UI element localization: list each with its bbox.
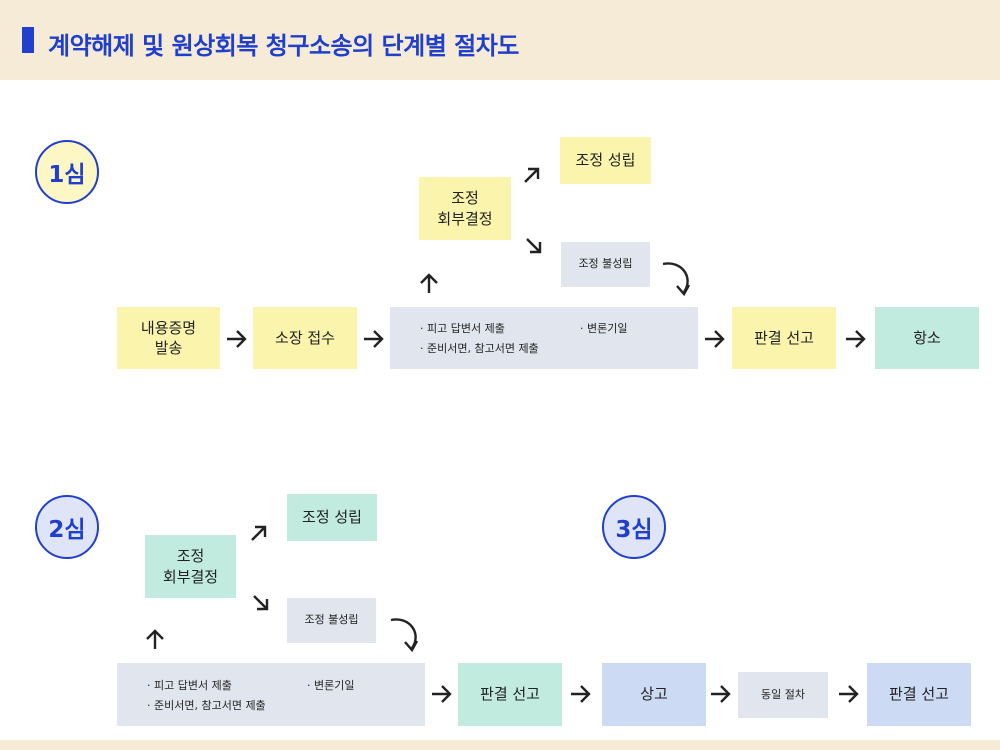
stage1-mediation-success-box: 조정 성립 (560, 137, 651, 184)
process-item: · 준비서면, 참고서면 제출 (420, 342, 539, 355)
arrow-right-icon (431, 684, 453, 704)
stage3-judgment-box: 판결 선고 (867, 663, 971, 726)
stage1-mediation-failure-box: 조정 불성립 (561, 242, 650, 287)
process-item: · 피고 답변서 제출 (147, 679, 232, 692)
process-item: · 준비서면, 참고서면 제출 (147, 699, 266, 712)
stage2-mediation-decision-box: 조정 회부결정 (145, 535, 236, 598)
arrow-up-right-icon (522, 165, 542, 185)
curved-arrow-icon (660, 260, 694, 300)
stage1-filing-box: 소장 접수 (253, 307, 357, 369)
arrow-right-icon (226, 329, 248, 349)
curved-arrow-icon (388, 616, 422, 656)
page-title: 계약해제 및 원상회복 청구소송의 단계별 절차도 (48, 32, 519, 60)
stage-1-badge: 1심 (35, 140, 99, 204)
process-item: · 변론기일 (580, 322, 628, 335)
stage2-final-appeal-box: 상고 (602, 663, 706, 726)
stage2-mediation-failure-box: 조정 불성립 (287, 598, 376, 643)
arrow-down-right-icon (251, 593, 271, 613)
stage1-mediation-decision-box: 조정 회부결정 (419, 177, 511, 240)
arrow-right-icon (838, 684, 860, 704)
arrow-right-icon (710, 684, 732, 704)
arrow-right-icon (363, 329, 385, 349)
stage2-judgment-box: 판결 선고 (458, 663, 562, 726)
stage3-same-procedure-box: 동일 절차 (738, 672, 828, 718)
arrow-right-icon (845, 329, 867, 349)
header (0, 0, 1000, 80)
stage-3-badge: 3심 (602, 495, 666, 559)
process-item: · 변론기일 (307, 679, 355, 692)
arrow-up-right-icon (249, 523, 269, 543)
arrow-down-right-icon (524, 236, 544, 256)
arrow-up-icon (145, 628, 165, 650)
stage2-mediation-success-box: 조정 성립 (287, 494, 377, 541)
stage1-notice-box: 내용증명 발송 (117, 307, 220, 369)
title-accent-bar (22, 27, 34, 53)
stage1-judgment-box: 판결 선고 (732, 307, 836, 369)
process-item: · 피고 답변서 제출 (420, 322, 505, 335)
stage1-process-box: · 피고 답변서 제출 · 준비서면, 참고서면 제출 · 변론기일 (390, 307, 698, 369)
stage-2-badge: 2심 (35, 495, 99, 559)
footer-band (0, 740, 1000, 750)
arrow-right-icon (570, 684, 592, 704)
arrow-up-icon (419, 272, 439, 294)
arrow-right-icon (704, 329, 726, 349)
stage2-process-box: · 피고 답변서 제출 · 준비서면, 참고서면 제출 · 변론기일 (117, 663, 425, 726)
stage1-appeal-box: 항소 (875, 307, 979, 369)
